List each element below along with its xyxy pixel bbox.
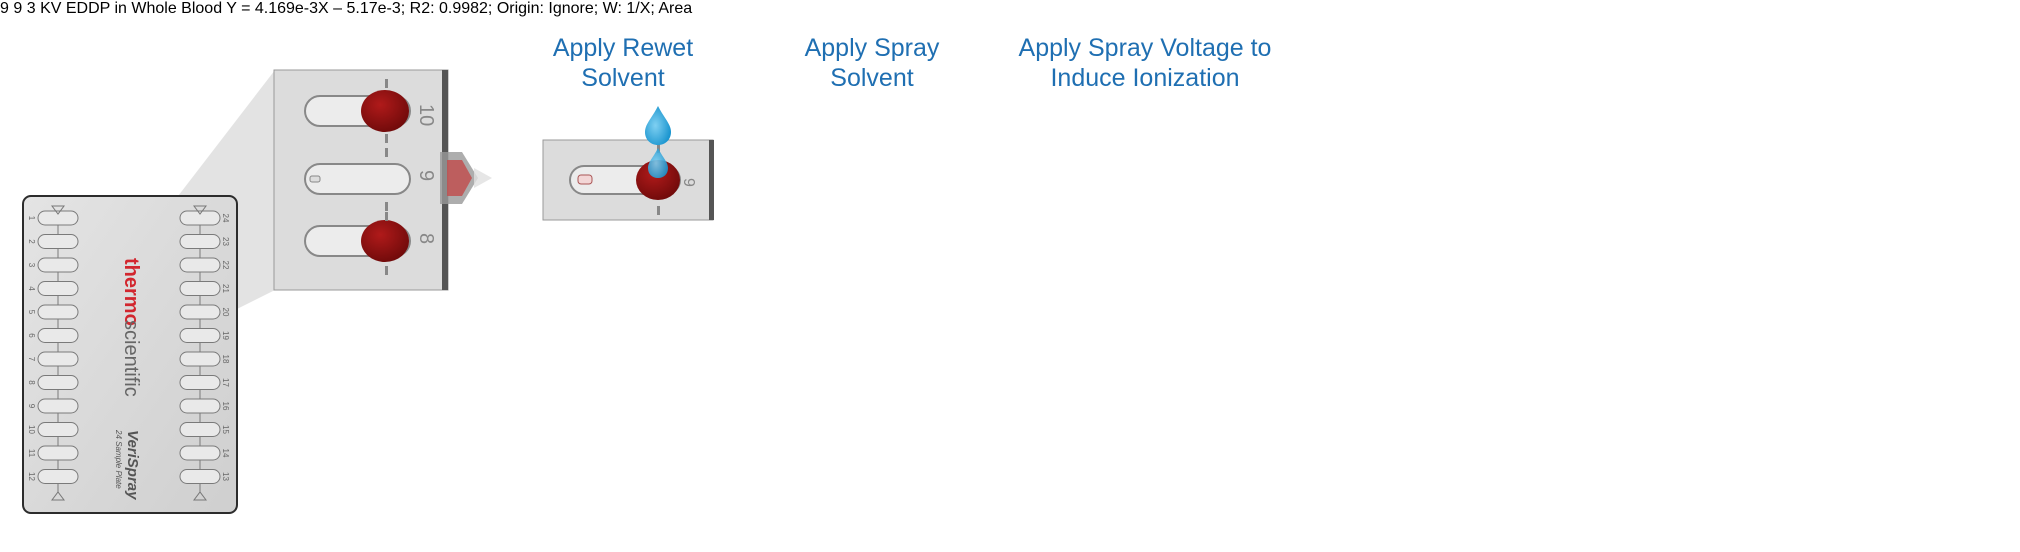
plate-well: [37, 328, 79, 343]
chart-subtitle: Y = 4.169e-3X – 5.17e-3; R2: 0.9982; Ori…: [226, 0, 693, 17]
plate-well-number: 14: [221, 449, 230, 458]
droplet-icon: [648, 148, 668, 178]
plate-well: [179, 210, 221, 226]
plate-well-number: 2: [27, 239, 36, 244]
plate-well-number: 24: [221, 214, 230, 223]
zoom-well-9: [304, 163, 411, 195]
plate-well-number: 16: [221, 402, 230, 411]
plate-well-number: 10: [27, 425, 36, 434]
svg-text:9: 9: [680, 178, 697, 187]
plate-well-number: 3: [27, 263, 36, 268]
plate-well: [37, 281, 79, 296]
brand-scientific: scientific: [120, 320, 142, 397]
plate-well-number: 11: [27, 449, 36, 458]
step-title-rewet: Apply Rewet Solvent: [552, 34, 694, 92]
plate-marker-triangle: [193, 491, 207, 501]
step-spray: 9: [0, 0, 9, 17]
plate-well-number: 17: [221, 378, 230, 387]
voltage-label: 3 KV: [26, 0, 62, 17]
brand-thermo: thermo: [120, 258, 142, 326]
plate-well: [179, 234, 221, 249]
blood-spot: [361, 220, 409, 262]
droplet-icon: [645, 106, 671, 145]
zoom-well-number: 10: [415, 104, 437, 126]
calibration-chart: EDDP in Whole Blood Y = 4.169e-3X – 5.17…: [66, 0, 692, 17]
plate-well-number: 12: [27, 472, 36, 481]
step-title-spray: Apply Spray Solvent: [804, 34, 940, 92]
step-voltage: 9 3 KV: [13, 0, 66, 17]
plate-well: [179, 375, 221, 390]
plate-well: [179, 304, 221, 320]
plate-well-number: 20: [221, 308, 230, 317]
plate-well-number: 19: [221, 331, 230, 340]
plate-well-number: 21: [221, 284, 230, 293]
voltage-badge: 3 KV: [27, 0, 66, 17]
plate-well: [37, 422, 79, 437]
plate-well-number: 1: [27, 216, 36, 221]
plate-well: [37, 398, 79, 414]
blood-spot: [361, 90, 409, 132]
plate-well: [179, 398, 221, 414]
plate-well: [37, 257, 79, 273]
plate-well: [179, 445, 221, 461]
plate-well-number: 23: [221, 237, 230, 246]
plate-well-number: 5: [27, 310, 36, 315]
plate-well: [37, 351, 79, 367]
plate-well: [179, 328, 221, 343]
chart-title: EDDP in Whole Blood: [65, 0, 223, 17]
plate-well-number: 6: [27, 333, 36, 338]
plate-well: [37, 210, 79, 226]
plate-well: [179, 351, 221, 367]
product-name: VeriSpray: [124, 430, 141, 500]
zoom-well-number: 8: [415, 233, 437, 244]
plate-well: [179, 469, 221, 484]
zoom-plate: 10 9 8: [273, 69, 492, 291]
plate-well-number: 4: [27, 286, 36, 291]
plate-well: [179, 281, 221, 296]
plate-well: [37, 445, 79, 461]
plate-well-column-right: 24 23 22 21 20 19 18 17 16 15 14 13: [179, 205, 230, 501]
plate-well: [37, 304, 79, 320]
plate-well-number: 9: [27, 404, 36, 409]
plate-well-number: 15: [221, 425, 230, 434]
plate-well-number: 18: [221, 355, 230, 364]
plate-well-number: 7: [27, 357, 36, 362]
plate-well: [37, 234, 79, 249]
step-title-voltage: Apply Spray Voltage to Induce Ionization: [1018, 34, 1272, 92]
plate-well-number: 13: [221, 472, 230, 481]
plate-well: [179, 257, 221, 273]
plate-well: [179, 422, 221, 437]
plate-well: [37, 469, 79, 484]
plate-well: [37, 375, 79, 390]
plate-marker-triangle: [51, 205, 65, 215]
plate-well-number: 22: [221, 261, 230, 270]
zoom-well-number: 9: [415, 170, 437, 181]
plate-marker-triangle: [193, 205, 207, 215]
plate-well-number: 8: [27, 380, 36, 385]
plate-marker-triangle: [51, 491, 65, 501]
step-rewet: 9: [542, 106, 714, 221]
product-subtitle: 24 Sample Plate: [114, 429, 123, 489]
